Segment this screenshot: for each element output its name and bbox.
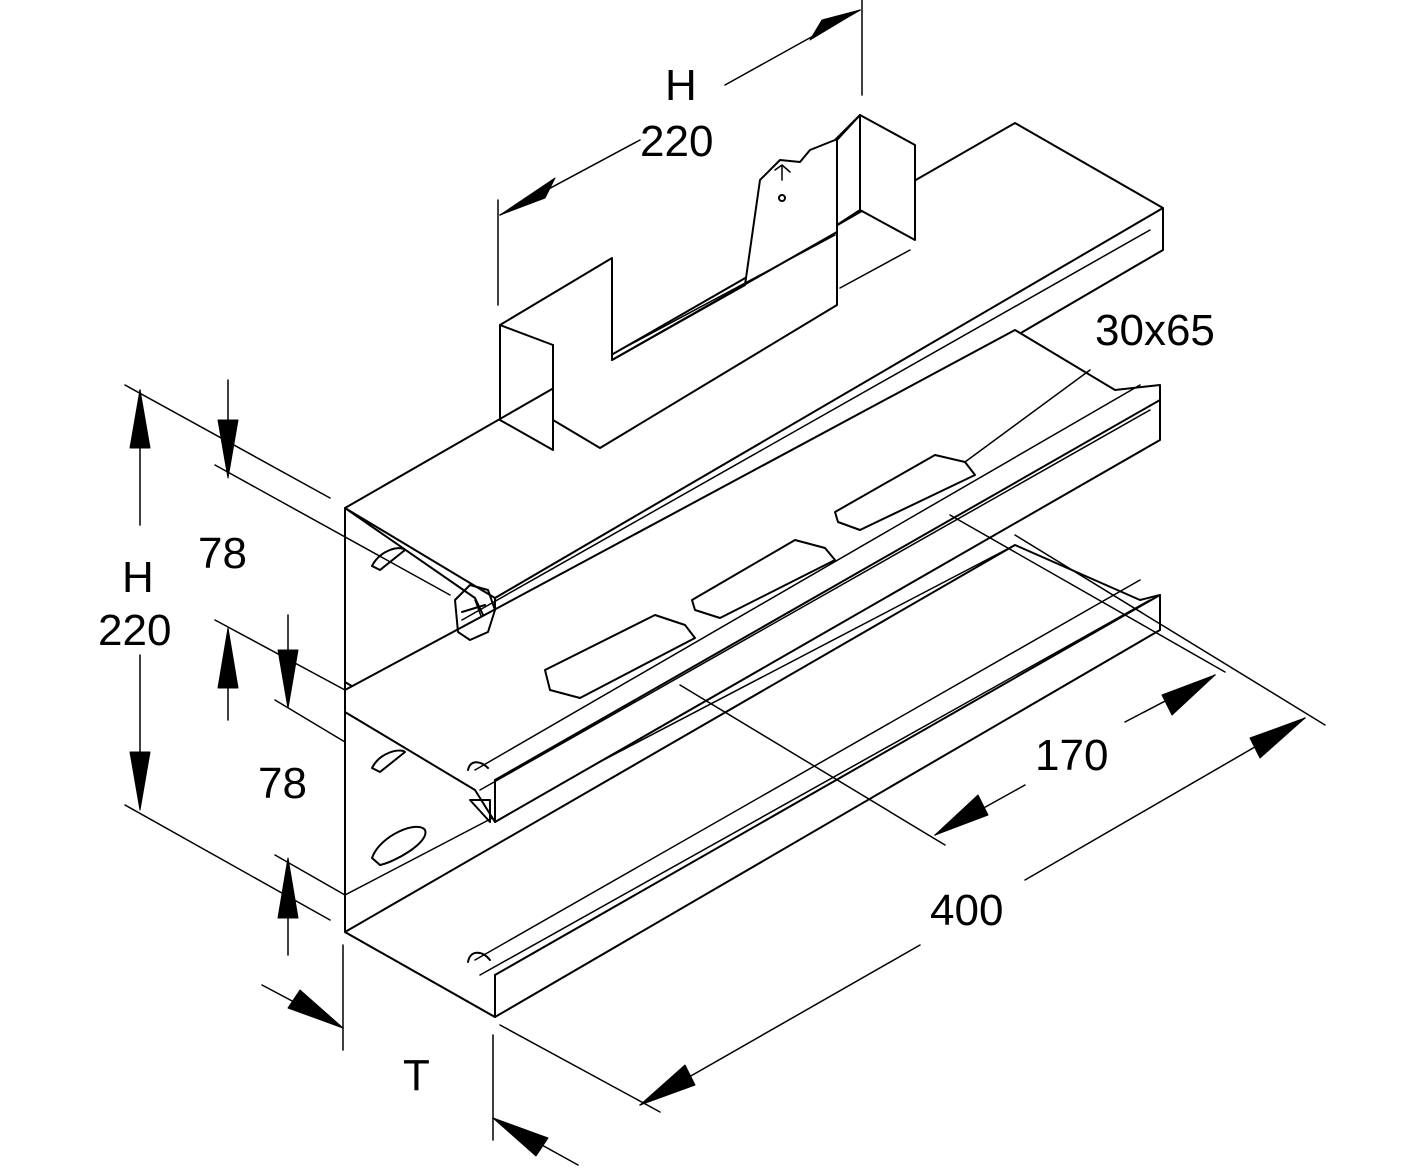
dimension-top-h bbox=[497, 0, 863, 306]
arrow-head bbox=[287, 989, 344, 1029]
label-slot-size: 30x65 bbox=[1095, 306, 1215, 355]
arrow-head bbox=[277, 649, 299, 709]
arrow-head bbox=[1161, 674, 1216, 716]
dimension-upper-78 bbox=[214, 379, 451, 721]
arrow-head bbox=[809, 9, 861, 41]
label-left-h: H bbox=[122, 553, 154, 602]
slot-1 bbox=[544, 614, 696, 699]
slot-3 bbox=[834, 454, 976, 531]
side-slot-middle bbox=[371, 749, 406, 773]
label-upper-78: 78 bbox=[198, 529, 247, 578]
label-length: 400 bbox=[930, 886, 1003, 935]
arrow-head bbox=[934, 794, 989, 836]
arrow-head bbox=[217, 627, 239, 689]
label-depth: T bbox=[403, 1051, 430, 1100]
label-lower-78: 78 bbox=[258, 759, 307, 808]
arrow-head bbox=[129, 751, 151, 811]
side-slot-lower bbox=[371, 825, 427, 866]
label-slot-spacing: 170 bbox=[1035, 731, 1108, 780]
dimension-400 bbox=[499, 534, 1326, 1113]
front-clip bbox=[454, 584, 496, 641]
label-top-h: H bbox=[665, 61, 697, 110]
arrow-head bbox=[499, 177, 556, 216]
duct-body bbox=[344, 122, 1164, 1018]
arrow-head bbox=[277, 857, 299, 919]
dimension-170 bbox=[679, 514, 1226, 846]
dimension-lower-78 bbox=[274, 614, 346, 956]
arrow-head bbox=[129, 389, 151, 449]
arrow-head bbox=[639, 1064, 696, 1106]
label-top-220: 220 bbox=[640, 117, 713, 166]
label-left-220: 220 bbox=[98, 606, 171, 655]
arrow-head bbox=[217, 419, 239, 479]
slot-2 bbox=[691, 539, 836, 619]
top-divider bbox=[499, 114, 916, 451]
dimension-slot-30x65 bbox=[964, 369, 1091, 463]
side-slot-upper bbox=[371, 547, 406, 571]
arrow-head bbox=[492, 1117, 549, 1157]
dimension-t bbox=[261, 944, 579, 1166]
arrow-head bbox=[1249, 717, 1306, 759]
